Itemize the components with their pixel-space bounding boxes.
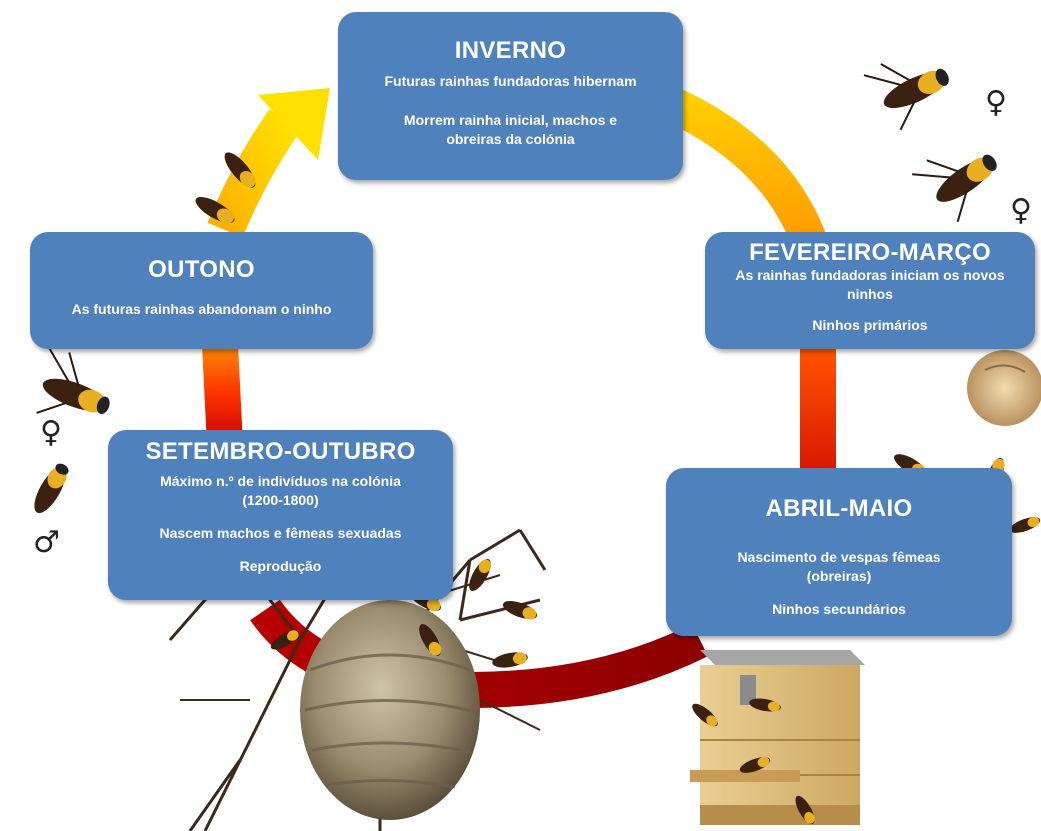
stage-box-fevereiro-marco: FEVEREIRO-MARÇO As rainhas fundadoras in… (705, 232, 1035, 349)
stage-text-abril-maio-1: Nascimento de vespas fêmeas (737, 549, 941, 565)
stage-text-inverno-3: obreiras da colónia (446, 131, 575, 147)
beehive-illustration (690, 650, 865, 825)
stage-title-inverno: INVERNO (454, 37, 567, 64)
arrow-head (258, 88, 330, 160)
stage-text-setembro-outubro-2: (1200-1800) (242, 492, 319, 508)
primary-nest-illustration (967, 350, 1041, 426)
stage-text-fevereiro-marco-2: ninhos (847, 286, 893, 302)
stage-box-outono: OUTONO As futuras rainhas abandonam o ni… (30, 232, 373, 349)
stage-text-fevereiro-marco-3: Ninhos primários (812, 317, 928, 333)
hornet-group (34, 63, 1041, 825)
female-symbol-icon: ♀ (40, 415, 62, 450)
stage-text-inverno-2: Morrem rainha inicial, machos e (403, 112, 618, 128)
stage-title-abril-maio: ABRIL-MAIO (765, 495, 913, 522)
stage-title-outono: OUTONO (148, 256, 255, 283)
female-symbol-icon: ♀ (985, 85, 1007, 120)
stage-box-setembro-outubro: SETEMBRO-OUTUBRO Máximo n.º de indivíduo… (108, 430, 453, 600)
arrow-segment-left (202, 344, 243, 446)
stage-title-fevereiro-marco: FEVEREIRO-MARÇO (749, 239, 991, 266)
stage-text-setembro-outubro-3: Nascem machos e fêmeas sexuadas (159, 525, 402, 541)
stage-title-setembro-outubro: SETEMBRO-OUTUBRO (145, 438, 416, 465)
male-symbol-icon: ♂ (33, 525, 60, 560)
stage-text-inverno-1: Futuras rainhas fundadoras hibernam (384, 73, 637, 89)
stage-text-outono-1: As futuras rainhas abandonam o ninho (71, 301, 332, 317)
stage-box-abril-maio: ABRIL-MAIO Nascimento de vespas fêmeas (… (666, 468, 1012, 636)
female-symbol-icon: ♀ (1010, 193, 1032, 228)
stage-text-abril-maio-3: Ninhos secundários (772, 601, 906, 617)
stage-text-setembro-outubro-1: Máximo n.º de indivíduos na colónia (160, 473, 401, 489)
stage-box-inverno: INVERNO Futuras rainhas fundadoras hiber… (338, 12, 683, 180)
stage-text-fevereiro-marco-1: As rainhas fundadoras iniciam os novos (735, 267, 1005, 283)
stage-text-abril-maio-2: (obreiras) (806, 568, 872, 584)
stage-text-setembro-outubro-4: Reprodução (239, 558, 322, 574)
